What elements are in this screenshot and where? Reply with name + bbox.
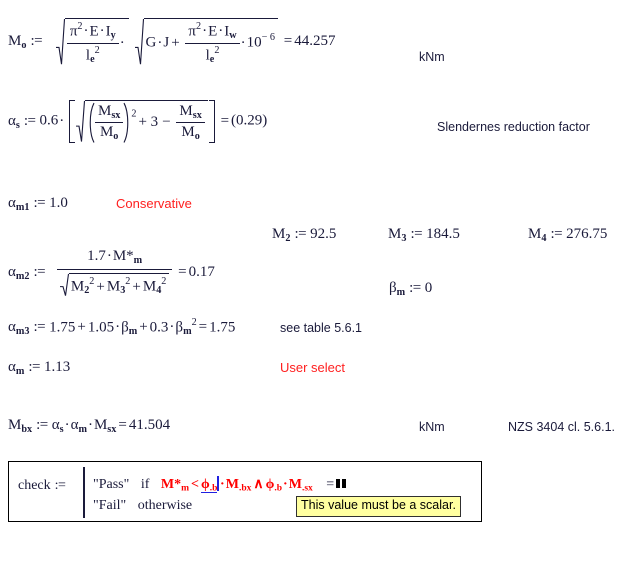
mo-result: 44.257	[294, 33, 336, 50]
error-tooltip: This value must be a scalar.	[296, 496, 461, 517]
m2-symbol: M2	[272, 226, 291, 244]
text-cursor	[217, 476, 220, 491]
alpha-s-symbol: αs	[8, 112, 20, 131]
equation-alpha-m3[interactable]: αm3:=1.75+1.05·βm+0.3·βm2=1.75	[8, 317, 236, 338]
parenthesis-group: Msx Mo	[87, 102, 131, 144]
if-keyword: if	[140, 477, 150, 492]
equation-alpha-m[interactable]: αm:=1.13	[8, 359, 71, 377]
fail-string: "Fail"	[93, 498, 127, 513]
left-paren	[87, 102, 95, 144]
program-line-pass[interactable]: "Pass" if M*m<ϕ.b·M.bx∧ϕ.b·M.sx =	[93, 476, 347, 494]
conservative-annotation: Conservative	[116, 196, 192, 211]
equation-mbx[interactable]: Mbx:=αs·αm·Msx=41.504	[8, 417, 171, 435]
alpha-m1-symbol: αm1	[8, 195, 30, 213]
beta-m-value: 0	[424, 280, 433, 296]
radical-tick	[134, 18, 144, 65]
less-than-operator: <	[191, 477, 200, 492]
user-select-annotation: User select	[280, 360, 346, 375]
moment-m2[interactable]: M2:=92.5	[272, 226, 337, 244]
m4-value: 276.75	[566, 226, 608, 242]
program-line-fail[interactable]: "Fail" otherwise	[93, 499, 192, 513]
fraction-msx-mo: Msx Mo	[94, 103, 124, 143]
nzs-reference: NZS 3404 cl. 5.6.1.	[508, 420, 616, 434]
mbx-symbol: Mbx	[8, 417, 33, 435]
square-bracket-group: Msx Mo 2+ 3− Msx Mo	[68, 100, 215, 144]
alpha-m3-result: 1.75	[209, 319, 236, 336]
equation-beta-m[interactable]: βm:=0	[389, 280, 433, 298]
denominator: Mo	[176, 122, 205, 142]
m3-value: 184.5	[426, 226, 460, 242]
equals-sign: =	[283, 33, 293, 50]
fraction-pi2-E-Iw: π2·E·Iw le2	[185, 21, 240, 66]
mbx-result: 41.504	[128, 417, 171, 433]
slenderness-annotation: Slendernes reduction factor	[437, 120, 590, 134]
mo-symbol: Mo	[8, 33, 27, 51]
equation-alpha-m2[interactable]: αm2:= 1.7·M*m M22+M32+M42 =0.17	[8, 248, 215, 297]
otherwise-keyword: otherwise	[137, 498, 193, 513]
alpha-m1-value: 1.0	[49, 195, 68, 211]
mo-units: kNm	[419, 50, 445, 64]
denominator-radical: M22+M32+M42	[59, 273, 170, 297]
equals-sign: =	[178, 263, 187, 280]
alpha-m3-symbol: αm3	[8, 319, 30, 338]
empty-placeholder-2[interactable]	[342, 479, 347, 488]
check-label: check:=	[18, 478, 66, 493]
equation-mo[interactable]: Mo:= π2·E·Iy le2 · G·J+ π2·E·Iw le2 ·10−…	[8, 18, 335, 65]
alpha-m2-symbol: αm2	[8, 263, 30, 282]
equals-sign: =	[220, 112, 230, 129]
radical-tick	[59, 273, 69, 297]
equation-alpha-m1[interactable]: αm1:=1.0	[8, 195, 68, 213]
denominator: Mo	[94, 122, 124, 142]
moment-m3[interactable]: M3:=184.5	[388, 226, 460, 244]
denominator-radicand: M22+M32+M42	[68, 273, 170, 297]
moment-m4[interactable]: M4:=276.75	[528, 226, 608, 244]
empty-placeholder[interactable]	[336, 479, 341, 488]
numerator: Msx	[97, 103, 121, 121]
numerator: 1.7·M*m	[87, 248, 143, 266]
alpha-s-radicand: Msx Mo 2+ 3− Msx Mo	[84, 100, 208, 144]
equals-sign: =	[326, 477, 335, 492]
alpha-s-radical: Msx Mo 2+ 3− Msx Mo	[75, 100, 208, 144]
numerator: π2·E·Iy	[69, 21, 116, 42]
inner-radicand: G·J+ π2·E·Iw le2 ·10− 6	[143, 18, 279, 66]
radical-tick	[75, 100, 85, 143]
program-lines: "Pass" if M*m<ϕ.b·M.bx∧ϕ.b·M.sx = "Fail"…	[83, 467, 478, 518]
numerator: π2·E·Iw	[188, 21, 237, 42]
alpha-m-value: 1.13	[44, 359, 71, 375]
phi-b-msx: ϕ.b·M.sx	[265, 477, 313, 494]
alpha-m2-fraction: 1.7·M*m M22+M32+M42	[56, 248, 173, 297]
right-paren	[123, 102, 131, 144]
phi-b-error-token[interactable]: ϕ.b	[201, 477, 218, 494]
fraction-msx-mo-2: Msx Mo	[176, 103, 205, 143]
outer-radical: π2·E·Iy le2 ·	[55, 18, 129, 66]
table-reference-annotation: see table 5.6.1	[280, 321, 363, 335]
denominator: le2	[66, 42, 119, 66]
numerator: Msx	[179, 103, 202, 121]
inner-radical: G·J+ π2·E·Iw le2 ·10− 6	[134, 18, 279, 66]
mbx-units: kNm	[419, 420, 445, 434]
pass-string: "Pass"	[93, 477, 130, 492]
outer-radicand: π2·E·Iy le2 ·	[64, 18, 129, 66]
m3-symbol: M3	[388, 226, 407, 244]
beta-m-symbol: βm	[389, 280, 406, 298]
mstar-m: M*m	[160, 477, 190, 494]
m4-symbol: M4	[528, 226, 547, 244]
alpha-m-symbol: αm	[8, 359, 25, 377]
alpha-s-result: (0.29)	[231, 112, 268, 129]
denominator: le2	[185, 42, 240, 66]
exponent: 2	[131, 108, 137, 120]
alpha-s-coefficient: 0.6	[39, 112, 59, 129]
radical-tick	[55, 18, 65, 65]
and-operator: ∧	[253, 477, 264, 492]
alpha-m2-result: 0.17	[188, 263, 215, 280]
denominator: M22+M32+M42	[56, 269, 173, 297]
assign-operator: :=	[30, 33, 43, 50]
fraction-pi2-E-Iy: π2·E·Iy le2	[66, 21, 119, 66]
program-vertical-bar	[83, 467, 85, 518]
m2-value: 92.5	[310, 226, 337, 242]
equation-alpha-s[interactable]: αs:=0.6· Msx Mo 2+ 3− Msx Mo	[8, 100, 267, 143]
